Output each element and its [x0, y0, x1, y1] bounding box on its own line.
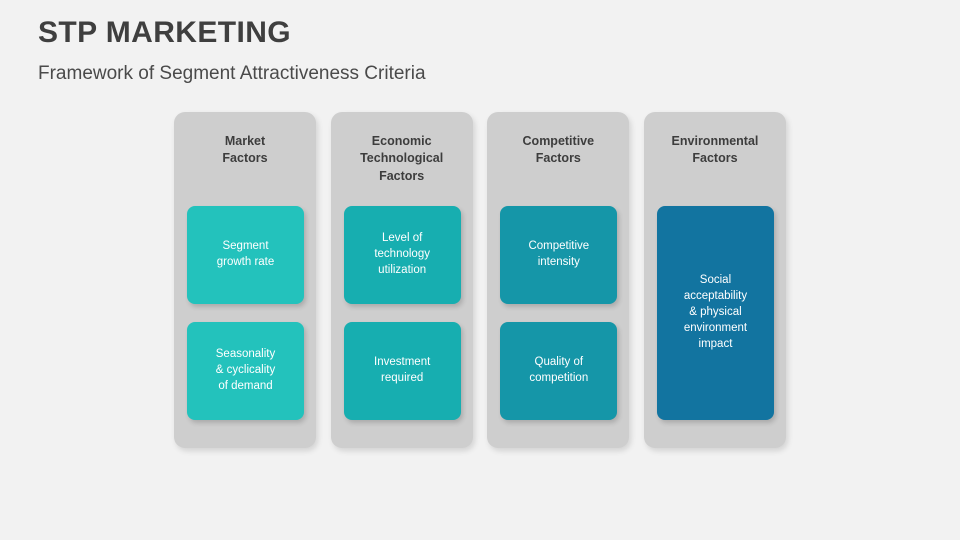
column-title-line: Factors — [222, 151, 268, 166]
column-title: Competitive Factors — [495, 133, 621, 168]
factor-card[interactable]: Social acceptability & physical environm… — [656, 206, 774, 420]
column-panel-environmental-factors[interactable]: Environmental Factors Social acceptabili… — [643, 112, 786, 448]
column-panel-market-factors[interactable]: Market Factors Segment growth rate Seaso… — [174, 112, 316, 448]
factor-card[interactable]: Seasonality & cyclicality of demand — [187, 322, 304, 420]
page-subtitle: Framework of Segment Attractiveness Crit… — [38, 63, 426, 84]
factor-card-label: Social acceptability & physical environm… — [683, 274, 748, 350]
column-title: Market Factors — [182, 133, 308, 168]
factor-card[interactable]: Segment growth rate — [187, 206, 304, 304]
column-title-line: Technological — [360, 151, 444, 166]
factor-card[interactable]: Quality of competition — [500, 322, 618, 420]
card-list: Competitive intensity Quality of competi… — [500, 206, 618, 420]
factor-card[interactable]: Investment required — [343, 322, 461, 420]
factor-card-label: Level of technology utilization — [374, 232, 430, 276]
column-title-line: Market — [224, 134, 266, 148]
page-title: STP MARKETING — [38, 16, 291, 49]
column-title-line: Competitive — [522, 134, 595, 148]
card-list: Segment growth rate Seasonality & cyclic… — [187, 206, 304, 420]
column-panel-competitive-factors[interactable]: Competitive Factors Competitive intensit… — [487, 112, 630, 448]
factor-card[interactable]: Level of technology utilization — [343, 206, 461, 304]
column-title-line: Factors — [535, 151, 581, 166]
column-panel-economic-technological-factors[interactable]: Economic Technological Factors Level of … — [330, 112, 473, 448]
column-title-line: Environmental — [671, 134, 759, 148]
slide-header: STP MARKETING Framework of Segment Attra… — [38, 16, 918, 86]
column-title-line: Factors — [379, 168, 425, 183]
factor-columns: Market Factors Segment growth rate Seaso… — [174, 112, 786, 448]
factor-card-label: Seasonality & cyclicality of demand — [215, 348, 276, 392]
column-title: Economic Technological Factors — [339, 133, 465, 185]
column-title-line: Factors — [692, 151, 738, 166]
factor-card-label: Segment growth rate — [216, 240, 275, 268]
column-title-line: Economic — [371, 134, 432, 148]
factor-card[interactable]: Competitive intensity — [500, 206, 618, 304]
factor-card-label: Competitive intensity — [528, 240, 590, 268]
card-list: Level of technology utilization Investme… — [343, 206, 461, 420]
column-title: Environmental Factors — [652, 133, 778, 168]
factor-card-label: Investment required — [374, 356, 431, 384]
card-list: Social acceptability & physical environm… — [656, 206, 774, 420]
factor-card-label: Quality of competition — [529, 356, 589, 384]
